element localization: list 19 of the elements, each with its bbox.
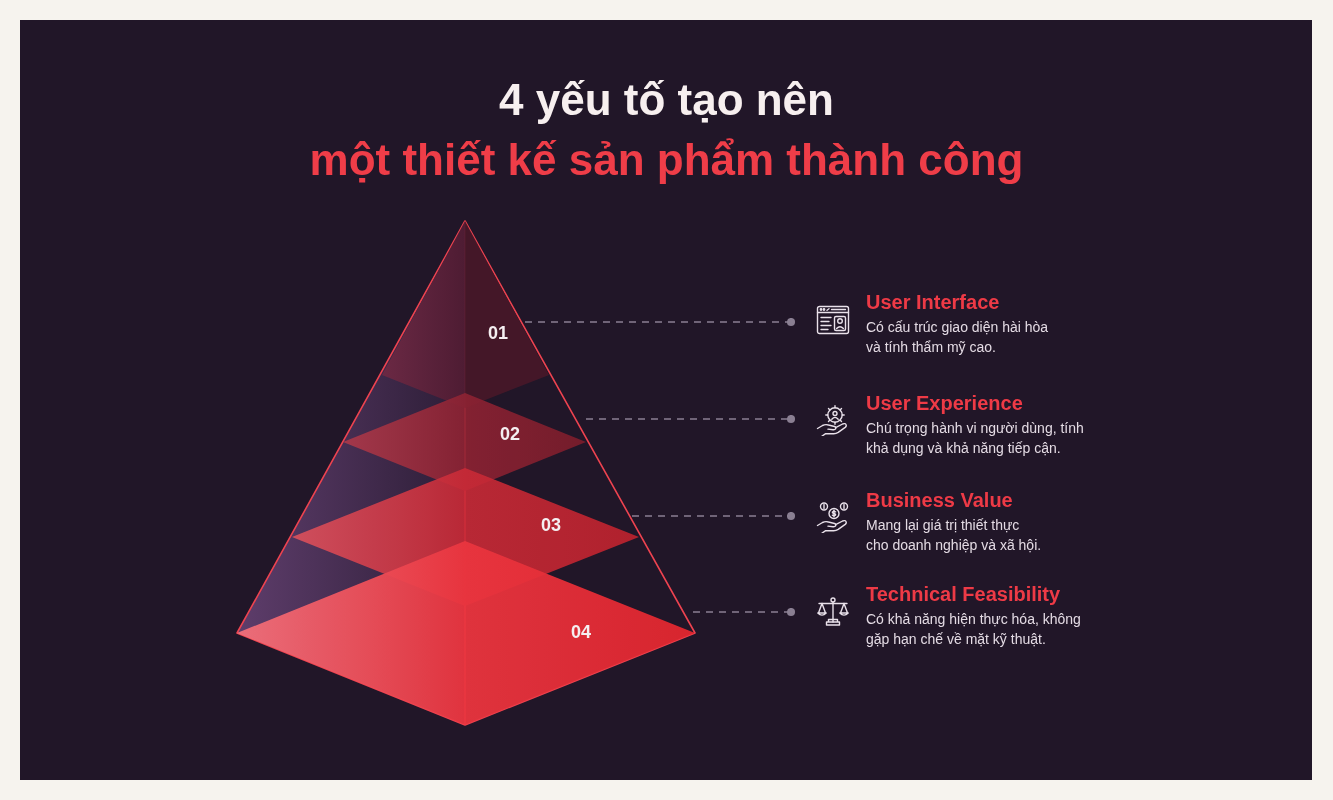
item-description: Mang lại giá trị thiết thực cho doanh nghiệp và xã hội. [866, 516, 1043, 555]
item-heading: User Experience [866, 391, 1024, 416]
layer-number: 02 [500, 423, 520, 445]
item-description: Có khả năng hiện thực hóa, không gặp hạn chế về mặt kỹ thuật. [866, 610, 1082, 649]
subtitle: một thiết kế sản phẩm thành công [309, 134, 1024, 186]
item-heading: Technical Feasibility [866, 582, 1062, 607]
item-heading: Business Value [866, 488, 1014, 513]
item-heading: User Interface [866, 290, 1001, 315]
leader-line [692, 607, 796, 617]
layer-number: 04 [571, 621, 591, 643]
title: 4 yếu tố tạo nên [499, 74, 834, 126]
layer-number: 01 [488, 322, 508, 344]
layer-number: 03 [541, 514, 561, 536]
pyramid-layer [237, 541, 695, 725]
item-description: Có cấu trúc giao diện hài hòa và tính thẩm mỹ cao. [866, 318, 1050, 357]
item-description: Chú trọng hành vi người dùng, tính khả dụng và khả năng tiếp cận. [866, 419, 1085, 458]
leader-line [585, 414, 796, 424]
leader-line [631, 511, 796, 521]
leader-line [524, 317, 796, 327]
